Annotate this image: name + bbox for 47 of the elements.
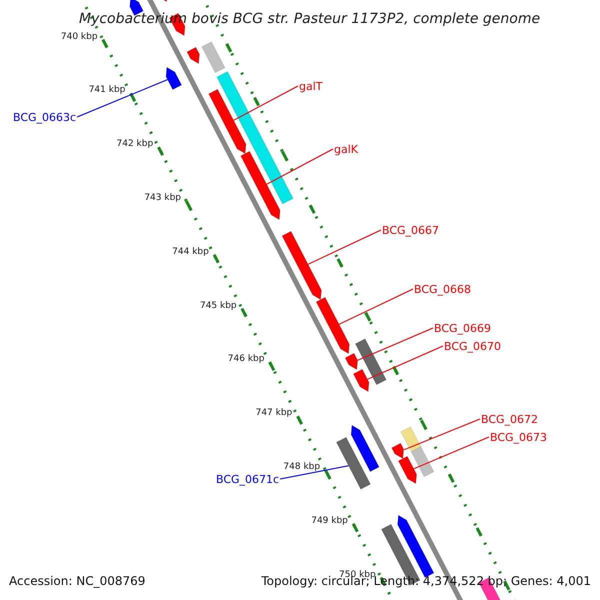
scale-label: 745 kbp bbox=[200, 302, 237, 311]
gene-label: galT bbox=[299, 80, 322, 92]
leader-line bbox=[266, 148, 334, 185]
gene-feature bbox=[316, 297, 350, 354]
gene-feature bbox=[240, 151, 280, 220]
gene-label: BCG_0670 bbox=[444, 340, 502, 352]
leader-line bbox=[338, 288, 414, 325]
leader-line bbox=[403, 418, 480, 450]
gene-feature bbox=[353, 369, 370, 392]
gene-feature bbox=[344, 353, 358, 370]
leader-line bbox=[233, 86, 298, 121]
scale-label: 748 kbp bbox=[283, 462, 320, 472]
gene-feature bbox=[166, 67, 182, 90]
gene-label: galK bbox=[334, 144, 358, 154]
scale-label: 747 kbp bbox=[256, 409, 292, 418]
gene-feature bbox=[282, 231, 322, 300]
scale-label: 740 kbp bbox=[60, 32, 98, 42]
scale-label: 744 kbp bbox=[172, 248, 209, 257]
gene-block bbox=[336, 436, 371, 490]
gene-feature bbox=[391, 443, 404, 459]
scale-label: 741 kbp bbox=[88, 86, 126, 96]
gene-block bbox=[355, 338, 387, 386]
leader-line bbox=[357, 328, 434, 361]
gene-feature bbox=[398, 456, 417, 484]
scale-label: 742 kbp bbox=[116, 140, 154, 150]
gene-label: BCG_0663c bbox=[13, 112, 76, 122]
gene-block bbox=[216, 71, 294, 204]
leader-line bbox=[76, 79, 168, 118]
gene-label: BCG_0667 bbox=[382, 224, 440, 236]
gene-label: BCG_0669 bbox=[434, 322, 492, 334]
leader-line bbox=[366, 346, 444, 380]
gene-feature bbox=[208, 89, 246, 154]
scale-label: 749 kbp bbox=[311, 516, 348, 526]
gene-label: BCG_0668 bbox=[414, 284, 472, 294]
gene-label: BCG_0673 bbox=[490, 432, 548, 442]
gene-label: BCG_0671c bbox=[216, 474, 280, 484]
leader-line bbox=[413, 436, 490, 470]
scale-label: 743 kbp bbox=[144, 194, 182, 203]
gene-label: BCG_0672 bbox=[481, 414, 538, 424]
accession-text: Accession: NC_008769 bbox=[9, 575, 146, 587]
leader-line bbox=[308, 230, 382, 265]
gene-block bbox=[410, 446, 434, 478]
gene-block bbox=[202, 41, 226, 74]
scale-label: 746 kbp bbox=[228, 355, 264, 364]
leader-line bbox=[280, 465, 350, 480]
gene-feature bbox=[350, 425, 380, 472]
gene-block bbox=[400, 426, 422, 452]
